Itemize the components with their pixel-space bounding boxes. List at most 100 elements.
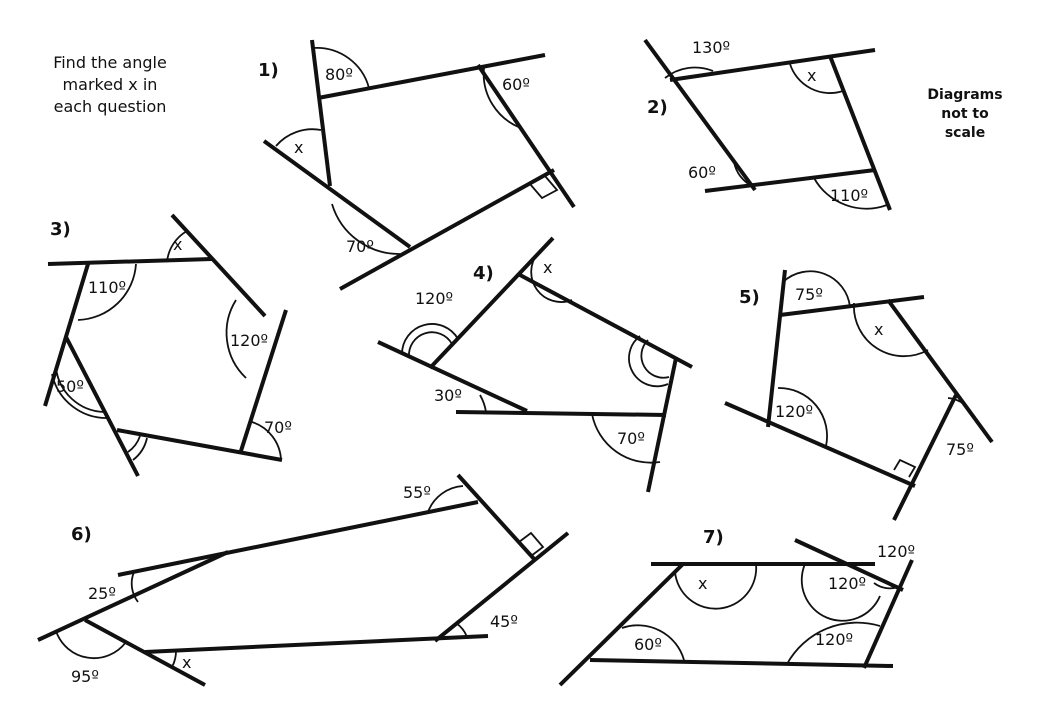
- angle-label: 120º: [415, 289, 453, 308]
- scale-note-line: scale: [944, 125, 986, 141]
- question-number: 4): [473, 263, 494, 284]
- right-angle-marker: [518, 531, 545, 557]
- angle-arc: [408, 331, 453, 358]
- question-number: 1): [258, 60, 279, 81]
- angle-arc: [800, 563, 881, 622]
- question-3: 3) x 110º 120º 50º 70º: [43, 213, 292, 477]
- polygon-edge: [117, 500, 479, 577]
- instructions-line: marked x in: [62, 75, 158, 94]
- angle-label: x: [173, 235, 182, 254]
- angle-arc: [455, 622, 468, 638]
- angle-label: 80º: [325, 65, 353, 84]
- angle-arc: [55, 630, 127, 660]
- polygon-edge: [724, 401, 916, 488]
- polygon-edge: [37, 550, 229, 642]
- polygon-edge: [646, 357, 678, 493]
- polygon-edge: [766, 269, 787, 428]
- angle-arc: [777, 387, 828, 447]
- polygon-edge: [886, 298, 994, 444]
- angle-arc: [166, 230, 188, 263]
- question-number: 3): [50, 219, 71, 240]
- angle-arc: [77, 263, 137, 321]
- polygon-edge: [144, 634, 489, 654]
- polygon-edge: [116, 428, 283, 462]
- angle-arc: [640, 339, 670, 379]
- scale-note-line: not to: [941, 106, 989, 122]
- scale-note: Diagrams not to scale: [915, 86, 1015, 143]
- polygon-edge: [892, 394, 958, 521]
- question-number: 7): [703, 527, 724, 548]
- question-5: 5) 75º x 120º 75º: [724, 269, 994, 521]
- question-2: 2) 130º x 60º 110º: [643, 38, 892, 211]
- angle-label: 30º: [434, 386, 462, 405]
- angle-label: x: [182, 653, 191, 672]
- polygon-edge: [558, 562, 685, 687]
- polygon-edge: [262, 139, 412, 249]
- angle-arc: [786, 621, 881, 665]
- polygon-edge: [170, 213, 267, 318]
- polygon-edge: [84, 618, 206, 687]
- question-6: 6) 55º 25º 45º 95º x: [37, 473, 570, 687]
- angle-label: 70º: [617, 429, 645, 448]
- polygon-edge: [828, 55, 892, 211]
- angle-arc: [530, 252, 573, 303]
- polygon-edge: [704, 168, 876, 193]
- question-number: 2): [647, 97, 668, 118]
- angle-label: 120º: [775, 402, 813, 421]
- angle-arc: [55, 367, 105, 413]
- angle-arc: [51, 373, 109, 419]
- angle-label: x: [874, 320, 883, 339]
- polygon-edge: [456, 473, 537, 562]
- polygon-edge: [476, 63, 576, 209]
- angle-arc: [312, 46, 370, 89]
- angle-arc: [733, 161, 753, 187]
- instructions-line: each question: [53, 97, 167, 116]
- angle-arc: [275, 128, 322, 147]
- angle-arc: [621, 624, 685, 661]
- angle-label: 25º: [88, 584, 116, 603]
- angle-label: x: [294, 138, 303, 157]
- angle-label: 45º: [490, 612, 518, 631]
- angle-label: 60º: [502, 75, 530, 94]
- angle-arc: [427, 485, 464, 513]
- angle-arc: [873, 582, 899, 590]
- angle-label: 95º: [71, 667, 99, 686]
- angle-label: 110º: [88, 278, 126, 297]
- polygon-edge: [43, 263, 90, 407]
- angle-arc: [853, 302, 929, 358]
- angle-label: 120º: [877, 542, 915, 561]
- angle-arc: [225, 299, 247, 379]
- angle-label: 120º: [828, 574, 866, 593]
- angle-arc: [479, 394, 487, 413]
- angle-arc: [813, 177, 888, 210]
- polygon-edge: [317, 53, 546, 100]
- polygon-edge: [794, 538, 904, 592]
- angle-arc: [947, 397, 975, 419]
- angle-label: 60º: [634, 635, 662, 654]
- angle-label: 70º: [346, 237, 374, 256]
- polygon-edge: [643, 38, 757, 192]
- right-angle-marker: [893, 458, 917, 478]
- angle-label: 75º: [795, 285, 823, 304]
- angle-arc: [782, 270, 851, 308]
- angle-label: 130º: [692, 38, 730, 57]
- angle-label: x: [698, 574, 707, 593]
- angle-label: 70º: [264, 418, 292, 437]
- angle-arc: [127, 435, 141, 453]
- question-number: 5): [739, 287, 760, 308]
- question-7: 7) x 120º 120º 60º 120º: [558, 527, 915, 687]
- instructions-line: Find the angle: [53, 53, 167, 72]
- polygon-edge: [519, 273, 693, 369]
- polygon-edge: [862, 559, 914, 669]
- angle-label: x: [807, 66, 816, 85]
- angle-label: 75º: [946, 440, 974, 459]
- angle-label: 120º: [815, 630, 853, 649]
- angle-arc: [591, 413, 661, 464]
- angle-label: 120º: [230, 331, 268, 350]
- polygon-edge: [428, 236, 555, 370]
- polygon-edge: [779, 295, 925, 317]
- right-angle-marker: [529, 175, 559, 200]
- polygon-edge: [669, 48, 876, 82]
